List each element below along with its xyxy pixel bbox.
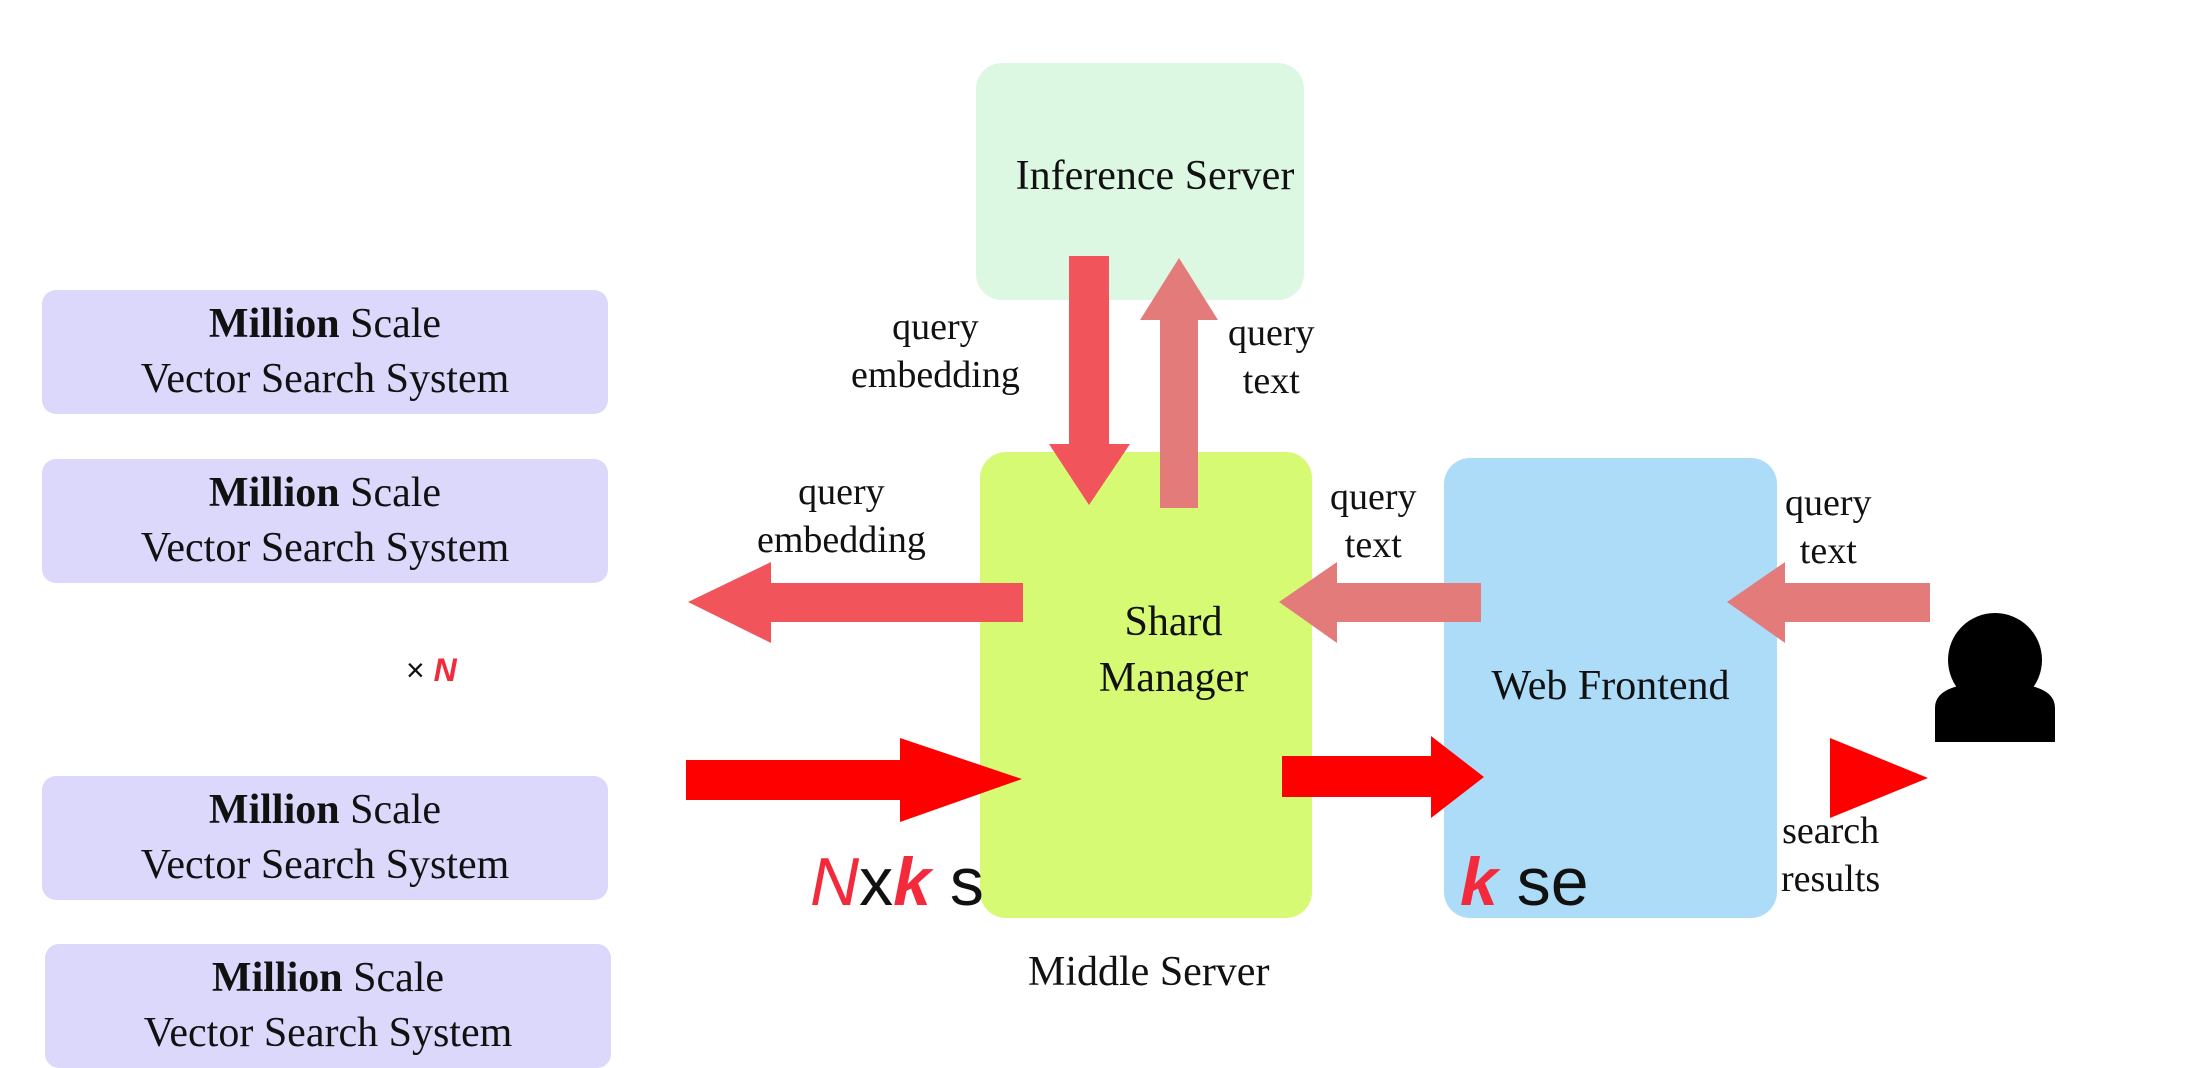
query-embedding-top-label: query embedding xyxy=(851,303,1020,399)
label-line1: query xyxy=(892,306,979,348)
shard-manager-line1: Shard xyxy=(1124,599,1223,645)
label-line2: text xyxy=(1242,360,1300,402)
web-frontend-label: Web Frontend xyxy=(1491,662,1730,709)
middle-server-caption: Middle Server xyxy=(1028,949,1270,995)
nxk-k: k xyxy=(893,844,931,920)
vss-bold: Million xyxy=(211,955,343,1001)
vss-line2: Vector Search System xyxy=(140,842,510,888)
vector-search-system-box-4: Million Scale Vector Search System xyxy=(45,944,611,1068)
user-icon-head xyxy=(1948,613,2042,707)
vector-search-system-box-2: Million Scale Vector Search System xyxy=(42,459,608,583)
vss-bold: Million xyxy=(208,301,340,347)
multiplier-times: × xyxy=(406,652,425,688)
search-results-label: search results xyxy=(1781,807,1880,903)
label-line2: text xyxy=(1799,530,1857,572)
vss-rest: Scale xyxy=(339,787,442,833)
query-text-left-arrow-right xyxy=(1727,562,1930,643)
vss-line2: Vector Search System xyxy=(140,525,510,571)
query-embedding-left-label: query embedding xyxy=(757,468,926,564)
inference-server-box: Inference Server xyxy=(976,63,1304,300)
label-line2: embedding xyxy=(851,354,1020,396)
label-line1: query xyxy=(1785,482,1872,524)
shard-manager-box: Shard Manager xyxy=(980,452,1312,918)
vss-line2: Vector Search System xyxy=(143,1010,513,1056)
vss-rest: Scale xyxy=(339,470,442,516)
shard-manager-line2: Manager xyxy=(1098,655,1249,701)
label-line1: query xyxy=(1228,312,1315,354)
label-line2: embedding xyxy=(757,519,926,561)
query-embedding-left-arrow xyxy=(688,562,1023,643)
query-text-left-arrow-mid xyxy=(1279,562,1481,643)
vss-line2: Vector Search System xyxy=(140,356,510,402)
vector-search-system-box-3: Million Scale Vector Search System xyxy=(42,776,608,900)
vector-search-system-box-1: Million Scale Vector Search System xyxy=(42,290,608,414)
nxk-n: N xyxy=(810,844,860,920)
label-line1: search xyxy=(1782,810,1880,852)
nxk-results-label: Nxk s xyxy=(810,842,982,922)
query-text-mid-label: query text xyxy=(1330,473,1417,569)
inference-server-label: Inference Server xyxy=(1015,152,1295,199)
k-k: k xyxy=(1460,844,1498,920)
vss-bold: Million xyxy=(208,470,340,516)
query-text-right-label: query text xyxy=(1785,479,1872,575)
nxk-x: x xyxy=(859,844,894,920)
multiplier-label: × N xyxy=(406,646,457,694)
multiplier-n: N xyxy=(433,652,457,688)
vss-rest: Scale xyxy=(342,955,445,1001)
k-tail: se xyxy=(1516,844,1589,920)
query-embedding-down-arrow xyxy=(1049,256,1130,505)
label-line2: results xyxy=(1781,858,1881,900)
k-results-label: k se xyxy=(1460,842,1590,922)
label-line1: query xyxy=(1330,476,1417,518)
nxk-tail: s xyxy=(949,844,982,920)
user-icon-body xyxy=(1935,684,2055,742)
query-text-top-label: query text xyxy=(1228,309,1315,405)
user-icon xyxy=(1930,610,2058,745)
vss-bold: Million xyxy=(208,787,340,833)
query-text-up-arrow xyxy=(1140,258,1218,508)
label-line1: query xyxy=(798,471,885,513)
k-results-right-arrow xyxy=(1282,736,1484,818)
web-frontend-box: Web Frontend xyxy=(1444,458,1777,918)
vss-rest: Scale xyxy=(339,301,442,347)
label-line2: text xyxy=(1344,524,1402,566)
nxk-results-right-arrow xyxy=(686,738,1022,822)
search-results-arrow xyxy=(1830,738,1928,818)
